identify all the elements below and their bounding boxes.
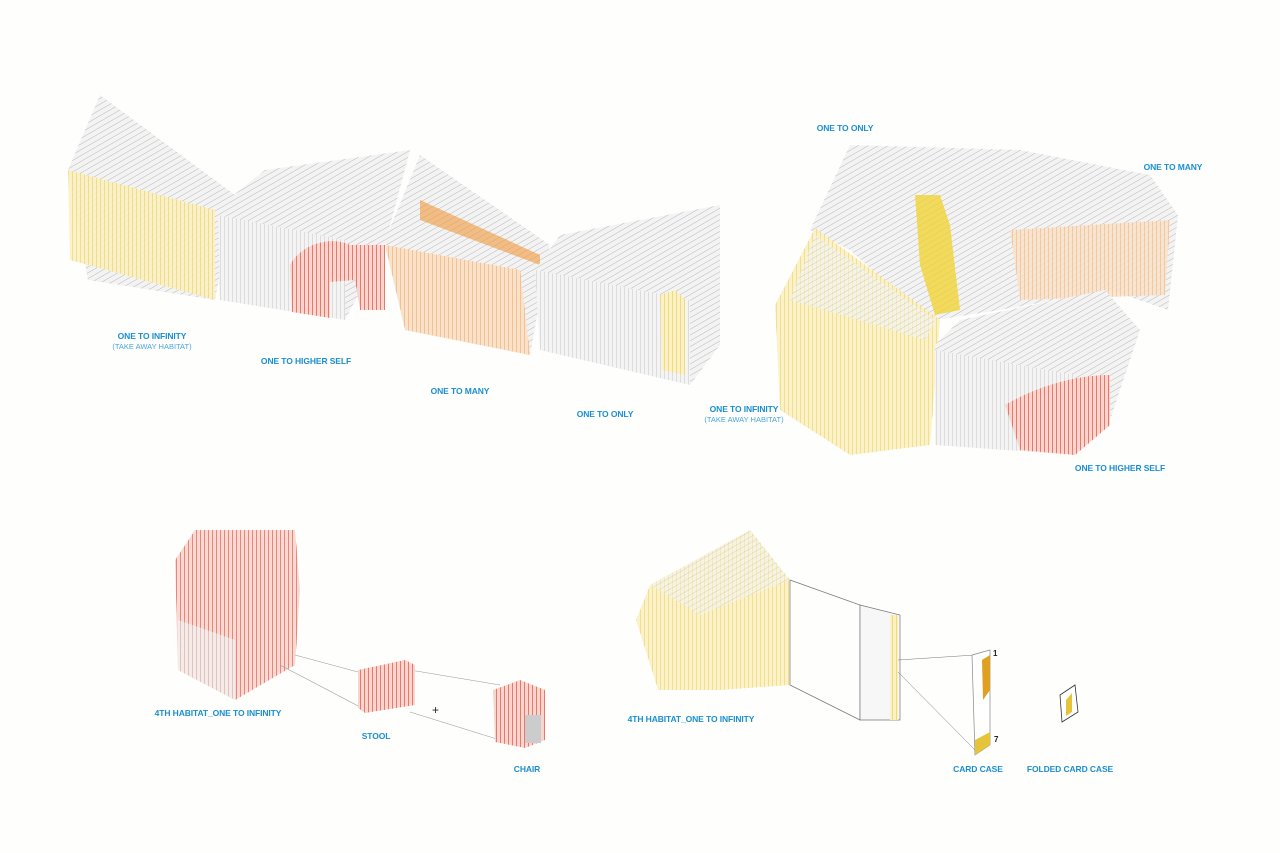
stool-model [358, 660, 415, 713]
label-one-to-infinity: ONE TO INFINITY [117, 331, 187, 341]
label-plan-take-away-habitat: (TAKE AWAY HABITAT) [704, 415, 784, 424]
label-take-away-habitat: (TAKE AWAY HABITAT) [112, 342, 192, 351]
label-stool: STOOL [361, 731, 391, 741]
label-one-to-only: ONE TO ONLY [576, 409, 634, 419]
plus-sign: + [432, 703, 440, 717]
label-plan-one-to-many: ONE TO MANY [1143, 162, 1203, 172]
label-folded-card-case: FOLDED CARD CASE [1026, 764, 1114, 774]
building-one-to-higher-self [215, 150, 410, 320]
plan-one-to-many [1000, 150, 1178, 310]
plan-one-to-higher-self [935, 290, 1140, 455]
label-chair: CHAIR [513, 764, 541, 774]
plan-one-to-only [810, 145, 1020, 320]
label-plan-one-to-infinity: ONE TO INFINITY [709, 404, 779, 414]
building-one-to-many [385, 155, 550, 355]
label-4th-habitat-right: 4TH HABITAT_ONE TO INFINITY [627, 714, 755, 724]
mark-1: 1 [993, 649, 998, 658]
folded-card-case [1059, 684, 1079, 723]
card-case [971, 649, 991, 756]
building-one-to-infinity [68, 95, 235, 300]
mark-7: 7 [994, 735, 999, 744]
label-one-to-many: ONE TO MANY [430, 386, 490, 396]
fourth-habitat-infinity-model [175, 530, 501, 741]
label-plan-one-to-only: ONE TO ONLY [816, 123, 874, 133]
plan-one-to-infinity [775, 228, 940, 455]
chair-model [493, 680, 545, 748]
label-plan-one-to-higher-self: ONE TO HIGHER SELF [1074, 463, 1166, 473]
label-card-case: CARD CASE [953, 764, 1003, 774]
building-one-to-only [535, 205, 720, 385]
label-4th-habitat-left: 4TH HABITAT_ONE TO INFINITY [154, 708, 282, 718]
label-one-to-higher-self: ONE TO HIGHER SELF [260, 356, 352, 366]
fourth-habitat-infinity-cut-model [636, 530, 976, 751]
